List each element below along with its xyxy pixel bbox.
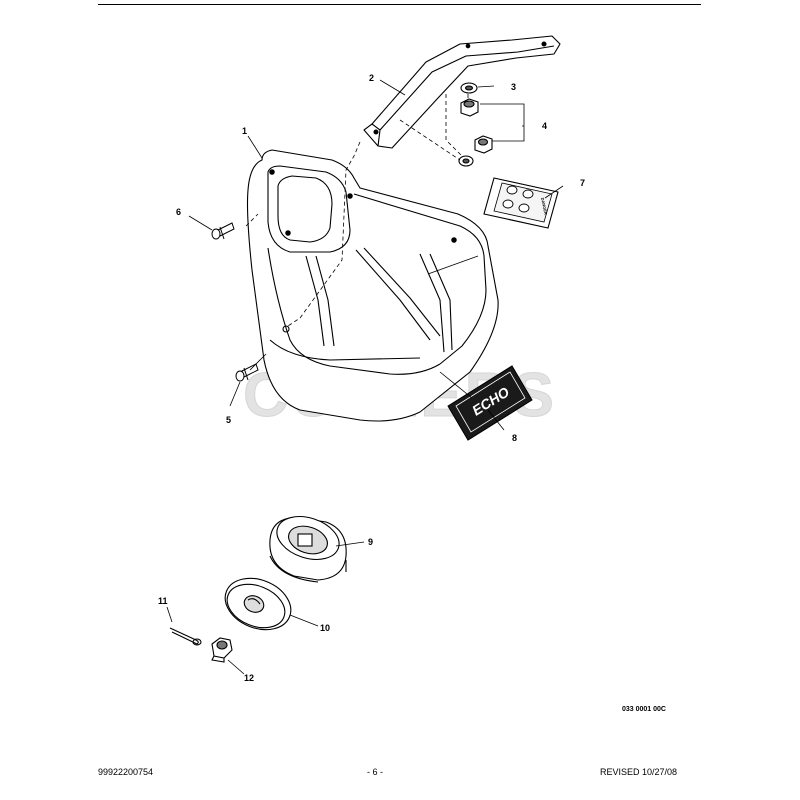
part-bracket — [363, 35, 561, 149]
part-nut-12 — [211, 637, 233, 663]
part-washer — [458, 82, 478, 167]
callout-12: 12 — [244, 673, 254, 683]
callout-11: 11 — [158, 596, 168, 606]
callout-1: 1 — [242, 126, 247, 136]
leader-lines — [166, 79, 564, 675]
part-bolt-6 — [211, 222, 235, 240]
part-warning-decal: DANGER — [483, 177, 559, 229]
callout-labels: 1 2 3 4 5 6 7 8 9 10 11 12 — [158, 73, 585, 683]
part-shield — [246, 149, 499, 422]
callout-2: 2 — [369, 73, 374, 83]
footer-revised-date: REVISED 10/27/08 — [600, 767, 678, 777]
callout-3: 3 — [511, 82, 516, 92]
part-bolt-5 — [235, 363, 259, 382]
callout-10: 10 — [320, 623, 330, 633]
part-plate-10 — [224, 577, 292, 631]
callout-8: 8 — [512, 433, 517, 443]
part-cotter-pin — [169, 627, 202, 646]
callout-9: 9 — [368, 537, 373, 547]
top-rule — [98, 4, 701, 5]
footer-page-number: - 6 - — [367, 767, 384, 777]
part-flange-9 — [269, 516, 347, 583]
callout-4: 4 — [542, 121, 547, 131]
callout-5: 5 — [226, 415, 231, 425]
callout-6: 6 — [176, 207, 181, 217]
figure-code: 033 0001 00C — [622, 706, 666, 713]
assembly-dashes — [245, 94, 469, 327]
part-nuts — [460, 98, 493, 154]
decal-warning-text: DANGER — [540, 197, 549, 215]
callout-7: 7 — [580, 178, 585, 188]
footer-part-number: 99922200754 — [98, 767, 154, 777]
